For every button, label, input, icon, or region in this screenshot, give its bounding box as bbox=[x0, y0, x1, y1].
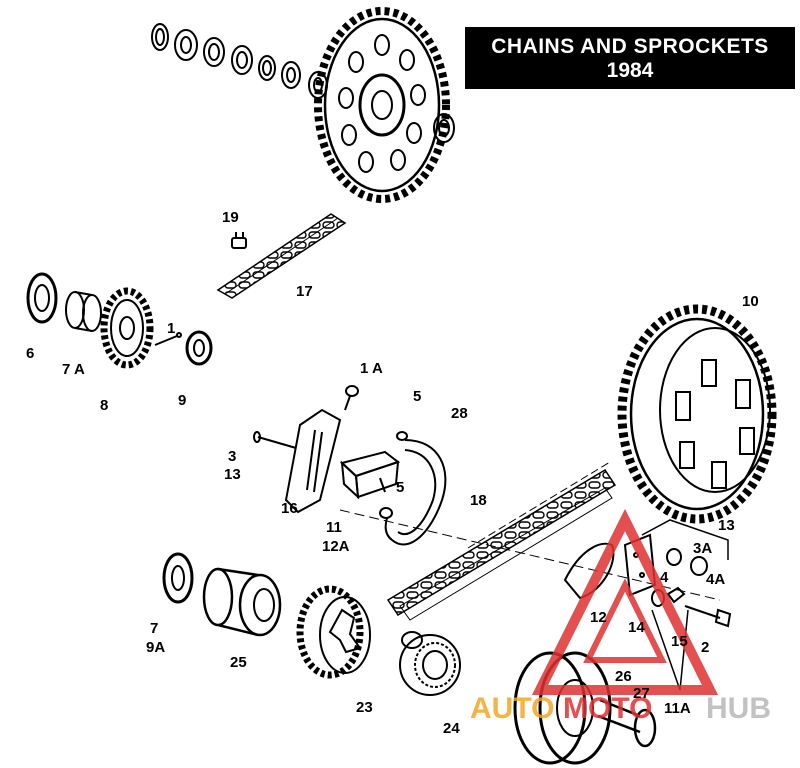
label-11: 11 bbox=[326, 519, 342, 536]
clutch-shell-10 bbox=[617, 304, 777, 524]
label-28: 28 bbox=[451, 405, 468, 422]
label-10: 10 bbox=[742, 293, 759, 310]
part-labels: 19 17 10 1 6 7 A 1 A 5 8 9 28 3 13 5 18 … bbox=[26, 209, 759, 737]
chain-oiler-11 bbox=[339, 450, 401, 500]
label-13a: 13 bbox=[224, 466, 241, 483]
label-13b: 13 bbox=[718, 517, 735, 534]
spacer-7a bbox=[65, 291, 102, 332]
seal-6 bbox=[26, 272, 58, 324]
rear-hub-bearing-stack bbox=[151, 23, 455, 143]
bolt-2 bbox=[684, 605, 732, 628]
label-25: 25 bbox=[230, 654, 247, 671]
label-11a: 11A bbox=[664, 700, 691, 717]
bracket-13 bbox=[641, 519, 729, 560]
clutch-hub-25 bbox=[202, 567, 282, 637]
compensator-26 bbox=[513, 651, 612, 765]
label-4: 4 bbox=[660, 569, 669, 586]
watermark-auto: AUTO bbox=[470, 692, 554, 725]
screw-1a bbox=[344, 385, 359, 411]
assembly-centerline bbox=[339, 509, 721, 601]
washer-7-9a bbox=[162, 552, 194, 604]
label-17: 17 bbox=[296, 283, 313, 300]
secondary-chain-18 bbox=[386, 461, 617, 621]
label-23: 23 bbox=[356, 699, 373, 716]
label-3: 3 bbox=[228, 448, 236, 465]
primary-chain-17 bbox=[216, 213, 347, 299]
fitting-5b bbox=[379, 507, 393, 519]
fitting-5a bbox=[396, 431, 408, 441]
label-1a: 1 A bbox=[360, 360, 383, 377]
label-7: 7 bbox=[150, 620, 158, 637]
label-7a: 7 A bbox=[62, 361, 85, 378]
label-14: 14 bbox=[628, 619, 645, 636]
title-banner: CHAINS AND SPROCKETS 1984 bbox=[465, 27, 795, 89]
label-9: 9 bbox=[178, 392, 186, 409]
washer-9 bbox=[185, 330, 213, 366]
watermark-hub: HUB bbox=[706, 692, 771, 725]
label-4a: 4A bbox=[706, 571, 725, 588]
label-12: 12 bbox=[590, 609, 607, 626]
label-12a: 12A bbox=[322, 538, 350, 555]
chain-guide-16 bbox=[284, 408, 342, 514]
label-18: 18 bbox=[470, 492, 487, 509]
master-link-19 bbox=[231, 232, 247, 249]
title-year: 1984 bbox=[606, 59, 654, 82]
label-26: 26 bbox=[615, 668, 632, 685]
pin-1 bbox=[154, 332, 182, 346]
sprocket-8 bbox=[100, 287, 154, 369]
rear-sprocket bbox=[314, 7, 450, 203]
shaft-27 bbox=[597, 698, 657, 748]
label-24: 24 bbox=[443, 720, 460, 737]
label-1: 1 bbox=[167, 320, 175, 337]
label-6: 6 bbox=[26, 345, 34, 362]
oil-hose-28 bbox=[384, 439, 447, 546]
label-15: 15 bbox=[671, 633, 688, 650]
label-5b: 5 bbox=[396, 479, 404, 496]
label-2: 2 bbox=[701, 639, 709, 656]
engine-sprocket-24 bbox=[399, 631, 461, 696]
label-27: 27 bbox=[633, 685, 650, 702]
label-8: 8 bbox=[100, 397, 108, 414]
label-9a: 9A bbox=[146, 639, 165, 656]
guide-bolt-3 bbox=[253, 431, 297, 449]
title-text: CHAINS AND SPROCKETS bbox=[491, 35, 769, 58]
watermark-moto: MOTO bbox=[563, 692, 652, 725]
sprocket-23 bbox=[296, 585, 371, 679]
label-3a: 3A bbox=[693, 540, 712, 557]
label-16: 16 bbox=[281, 500, 298, 517]
watermark-logo: AUTO MOTO HUB bbox=[470, 508, 771, 725]
label-5a: 5 bbox=[413, 388, 421, 405]
label-19: 19 bbox=[222, 209, 239, 226]
